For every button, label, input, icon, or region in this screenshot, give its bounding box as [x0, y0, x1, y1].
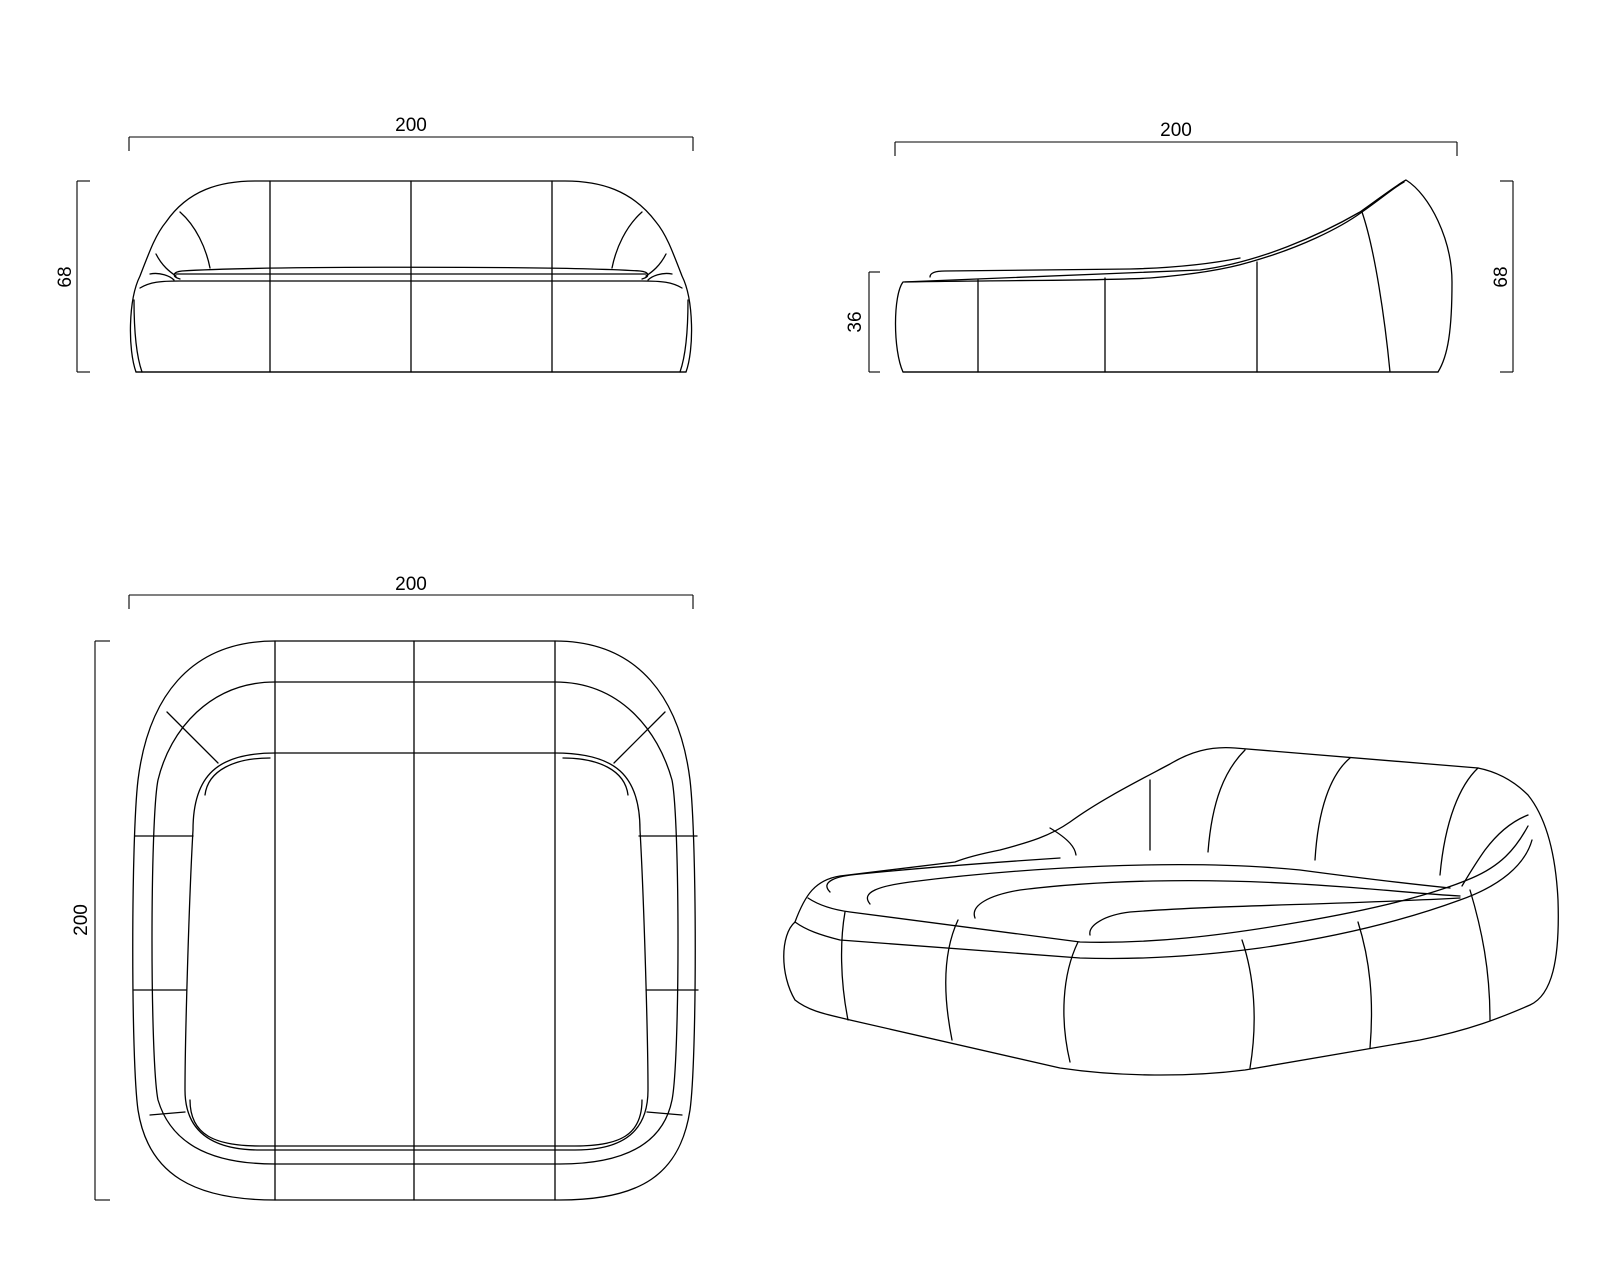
perspective-view — [783, 746, 1559, 1076]
front-height-label: 68 — [55, 266, 76, 287]
side-height-label: 68 — [1491, 266, 1512, 287]
top-view: 200 200 — [71, 574, 699, 1201]
side-view: 200 36 68 — [845, 120, 1514, 373]
front-sofa-outline — [129, 180, 693, 373]
front-width-dimension: 200 — [128, 115, 694, 151]
front-view: 200 68 — [55, 115, 694, 373]
side-seat-height-dimension: 36 — [845, 271, 880, 373]
top-width-label: 200 — [395, 574, 427, 595]
top-sofa-outline — [132, 640, 699, 1201]
top-depth-dimension: 200 — [71, 640, 110, 1201]
side-sofa-outline — [894, 179, 1453, 373]
front-height-dimension: 68 — [55, 180, 90, 373]
side-height-dimension: 68 — [1491, 180, 1514, 373]
side-width-label: 200 — [1160, 120, 1192, 141]
top-width-dimension: 200 — [128, 574, 694, 609]
perspective-sofa-outline — [783, 746, 1559, 1076]
side-seat-height-label: 36 — [845, 311, 866, 332]
side-width-dimension: 200 — [894, 120, 1458, 156]
front-width-label: 200 — [395, 115, 427, 136]
top-depth-label: 200 — [71, 904, 92, 936]
